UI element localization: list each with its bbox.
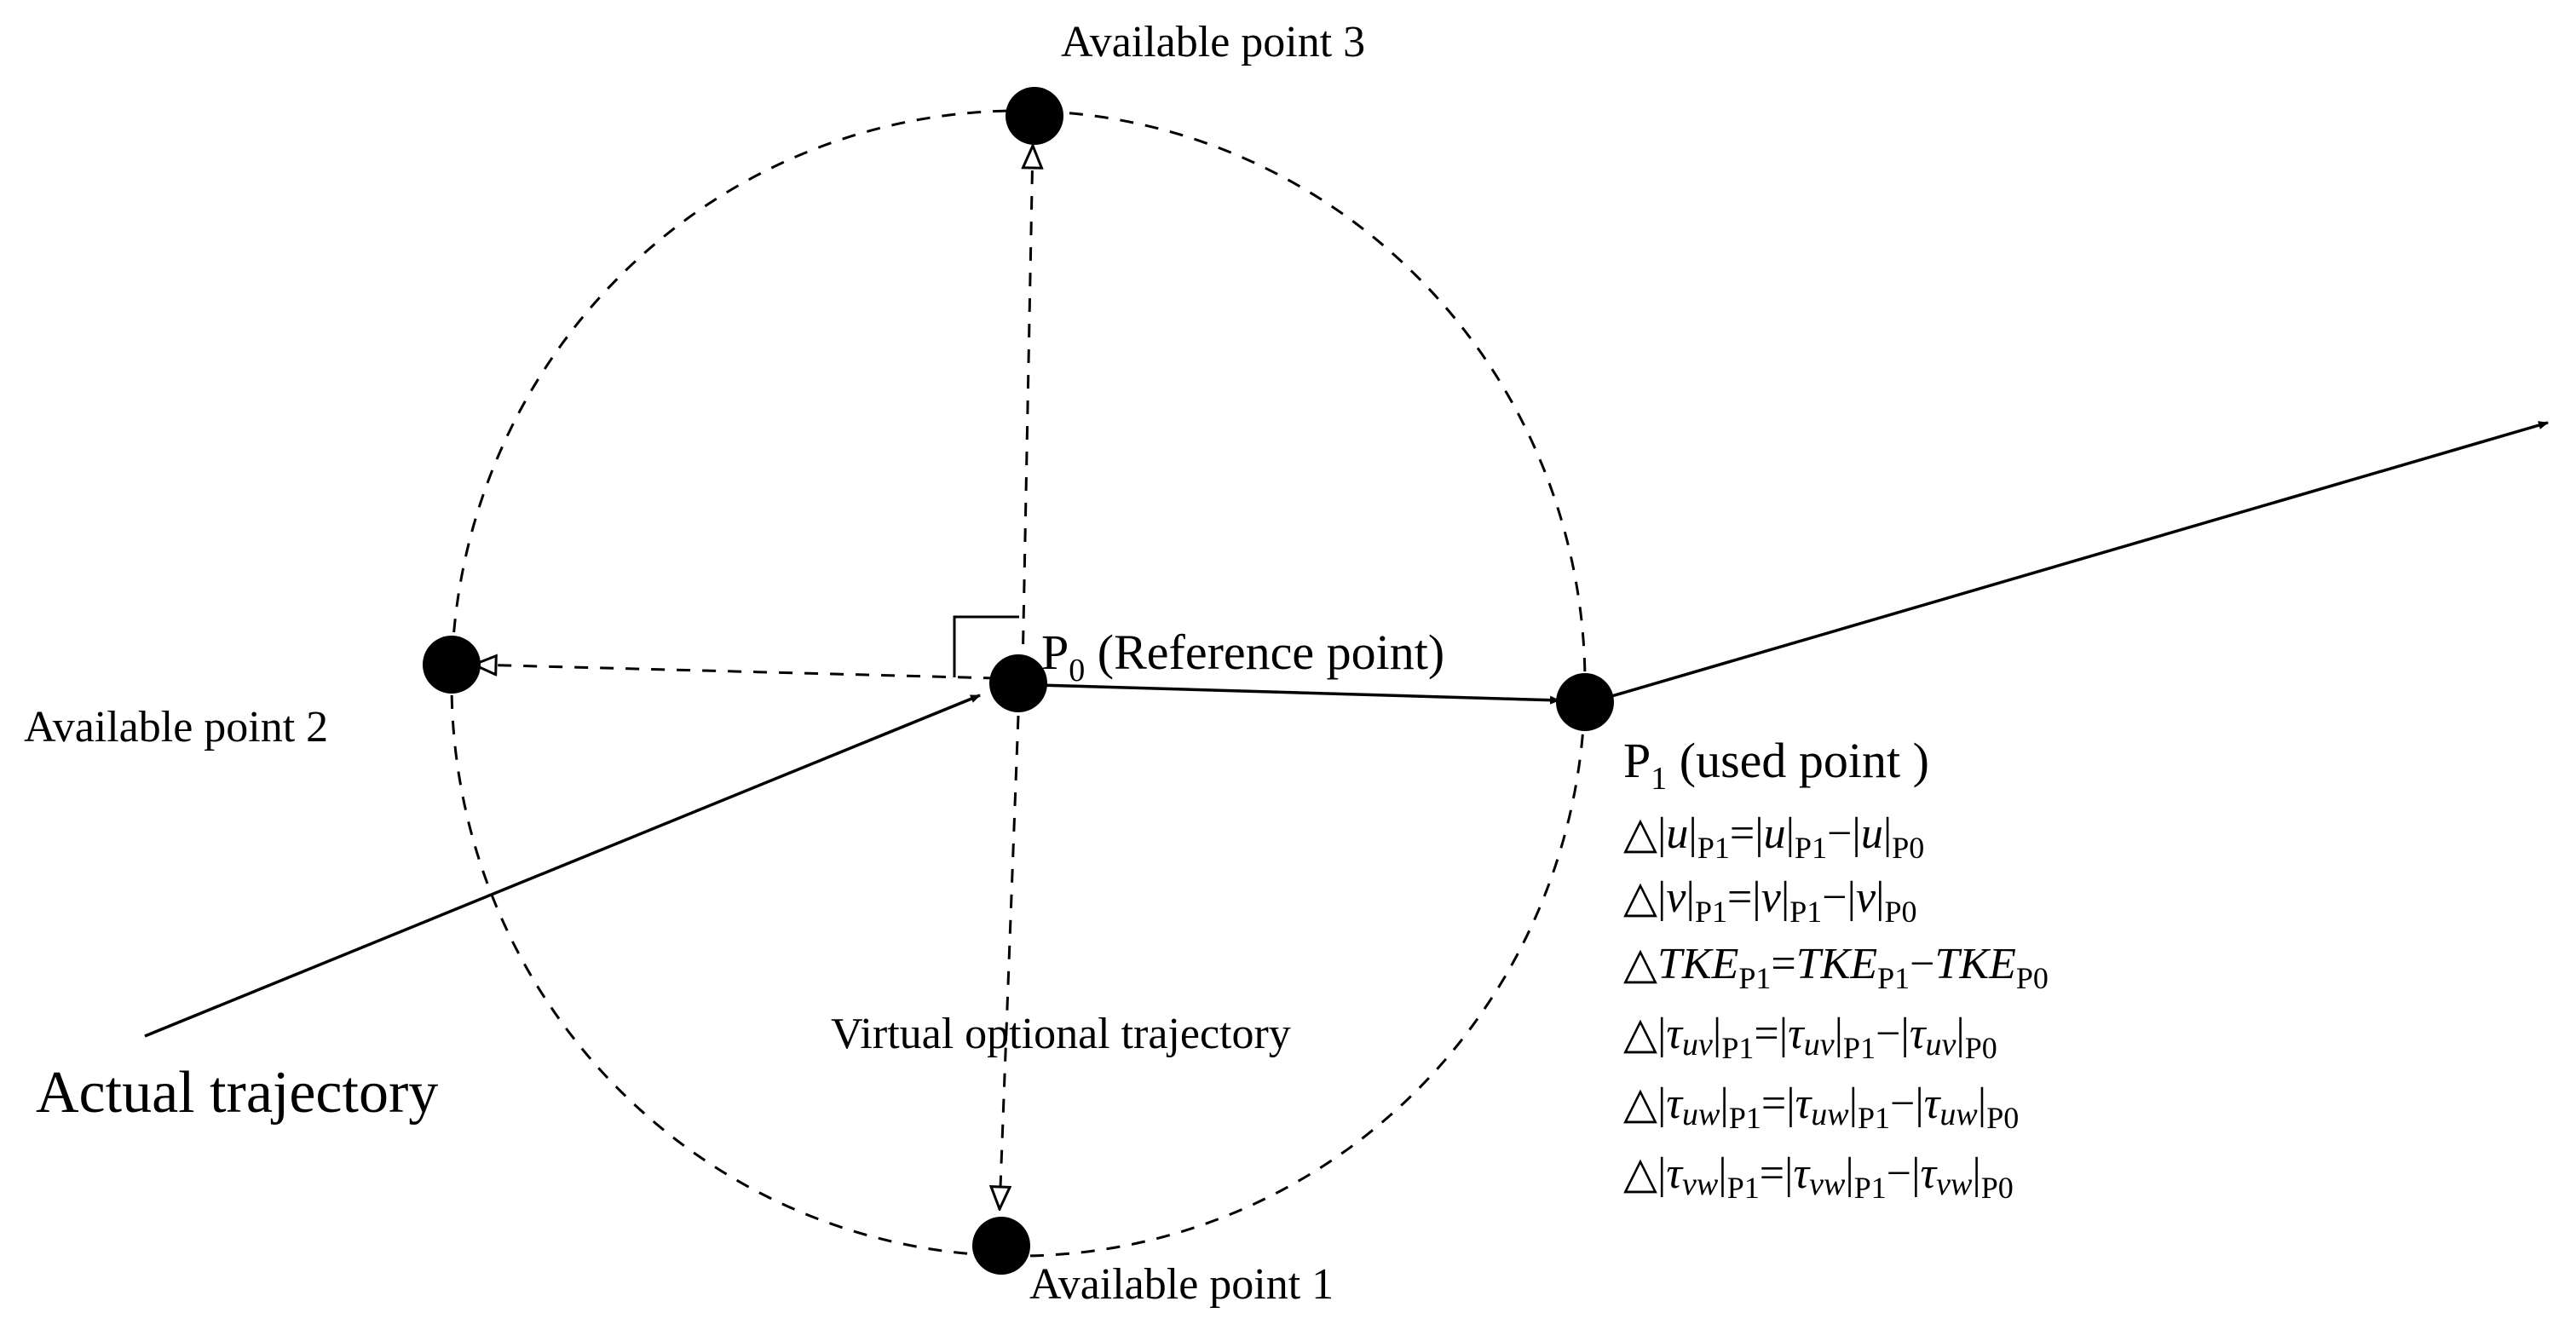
available-point-1-label: Available point 1 [1029, 1260, 1334, 1309]
actual-trajectory-segment-in [144, 694, 981, 1038]
equation-u: △|u|P1=|u|P1−|u|P0 [1623, 809, 1924, 865]
reference-point-p0-marker [989, 654, 1047, 712]
right-angle-marker [953, 615, 1019, 677]
equation-tau-vw: △|τvw|P1=|τvw|P1−|τvw|P0 [1623, 1149, 2014, 1205]
equation-tau-uw: △|τuw|P1=|τuw|P1−|τuw|P0 [1623, 1080, 2019, 1135]
actual-trajectory-label: Actual trajectory [36, 1060, 438, 1126]
available-point-2-marker [423, 636, 481, 694]
equation-v: △|v|P1=|v|P1−|v|P0 [1623, 873, 1917, 929]
virtual-trajectory-to-point-1 [1000, 715, 1020, 1210]
used-point-p1-marker [1556, 673, 1614, 731]
virtual-trajectory-to-point-3 [1023, 145, 1033, 671]
reference-point-p0-label: P0 (Reference point) [1041, 625, 1444, 688]
available-point-2-label: Available point 2 [24, 703, 328, 752]
equation-tau-uv: △|τuv|P1=|τuv|P1−|τuv|P0 [1623, 1010, 1997, 1065]
available-point-3-label: Available point 3 [1061, 18, 1365, 66]
actual-trajectory-segment-p0-p1 [1037, 683, 1560, 705]
used-point-p1-label: P1 (used point ) [1623, 733, 1929, 797]
available-point-3-marker [1006, 87, 1063, 145]
virtual-trajectory-to-point-2 [473, 665, 998, 680]
virtual-trajectory-label: Virtual optional trajectory [831, 1010, 1291, 1058]
equation-tke: △TKEP1=TKEP1−TKEP0 [1623, 940, 2049, 995]
actual-trajectory-segment-out [1608, 421, 2549, 699]
available-point-1-marker [972, 1217, 1030, 1275]
